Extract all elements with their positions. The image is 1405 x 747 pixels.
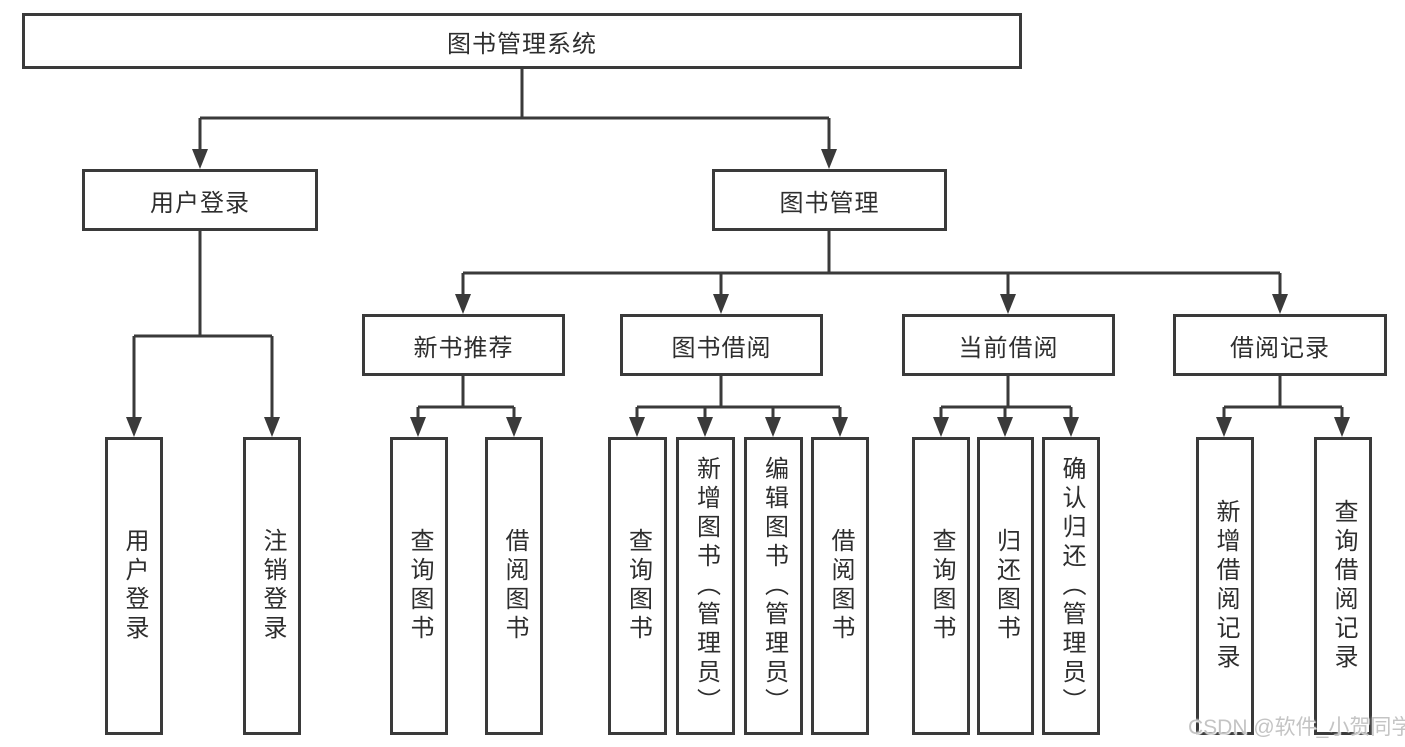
leaf-edit-books-admin: 编辑图书（管理员） (744, 437, 803, 735)
leaf-borrow-books-recommend: 借阅图书 (485, 437, 543, 735)
node-current-borrowing: 当前借阅 (902, 314, 1115, 376)
leaf-confirm-return-admin: 确认归还（管理员） (1042, 437, 1100, 735)
leaf-user-login: 用户登录 (105, 437, 163, 735)
leaf-query-books-recommend: 查询图书 (390, 437, 448, 735)
leaf-add-borrow-record: 新增借阅记录 (1196, 437, 1254, 735)
leaf-query-borrow-record: 查询借阅记录 (1314, 437, 1372, 735)
node-root: 图书管理系统 (22, 13, 1022, 69)
connector-path (132, 69, 1344, 420)
node-book-borrowing: 图书借阅 (620, 314, 823, 376)
leaf-return-books: 归还图书 (977, 437, 1034, 735)
node-borrowing-records: 借阅记录 (1173, 314, 1387, 376)
leaf-query-books-current: 查询图书 (912, 437, 970, 735)
node-book-management: 图书管理 (712, 169, 947, 231)
leaf-borrow-books: 借阅图书 (811, 437, 869, 735)
leaf-logout: 注销登录 (243, 437, 301, 735)
leaf-add-books-admin: 新增图书（管理员） (676, 437, 735, 735)
leaf-query-books-borrowing: 查询图书 (608, 437, 667, 735)
node-user-login: 用户登录 (82, 169, 318, 231)
node-new-book-recommend: 新书推荐 (362, 314, 565, 376)
